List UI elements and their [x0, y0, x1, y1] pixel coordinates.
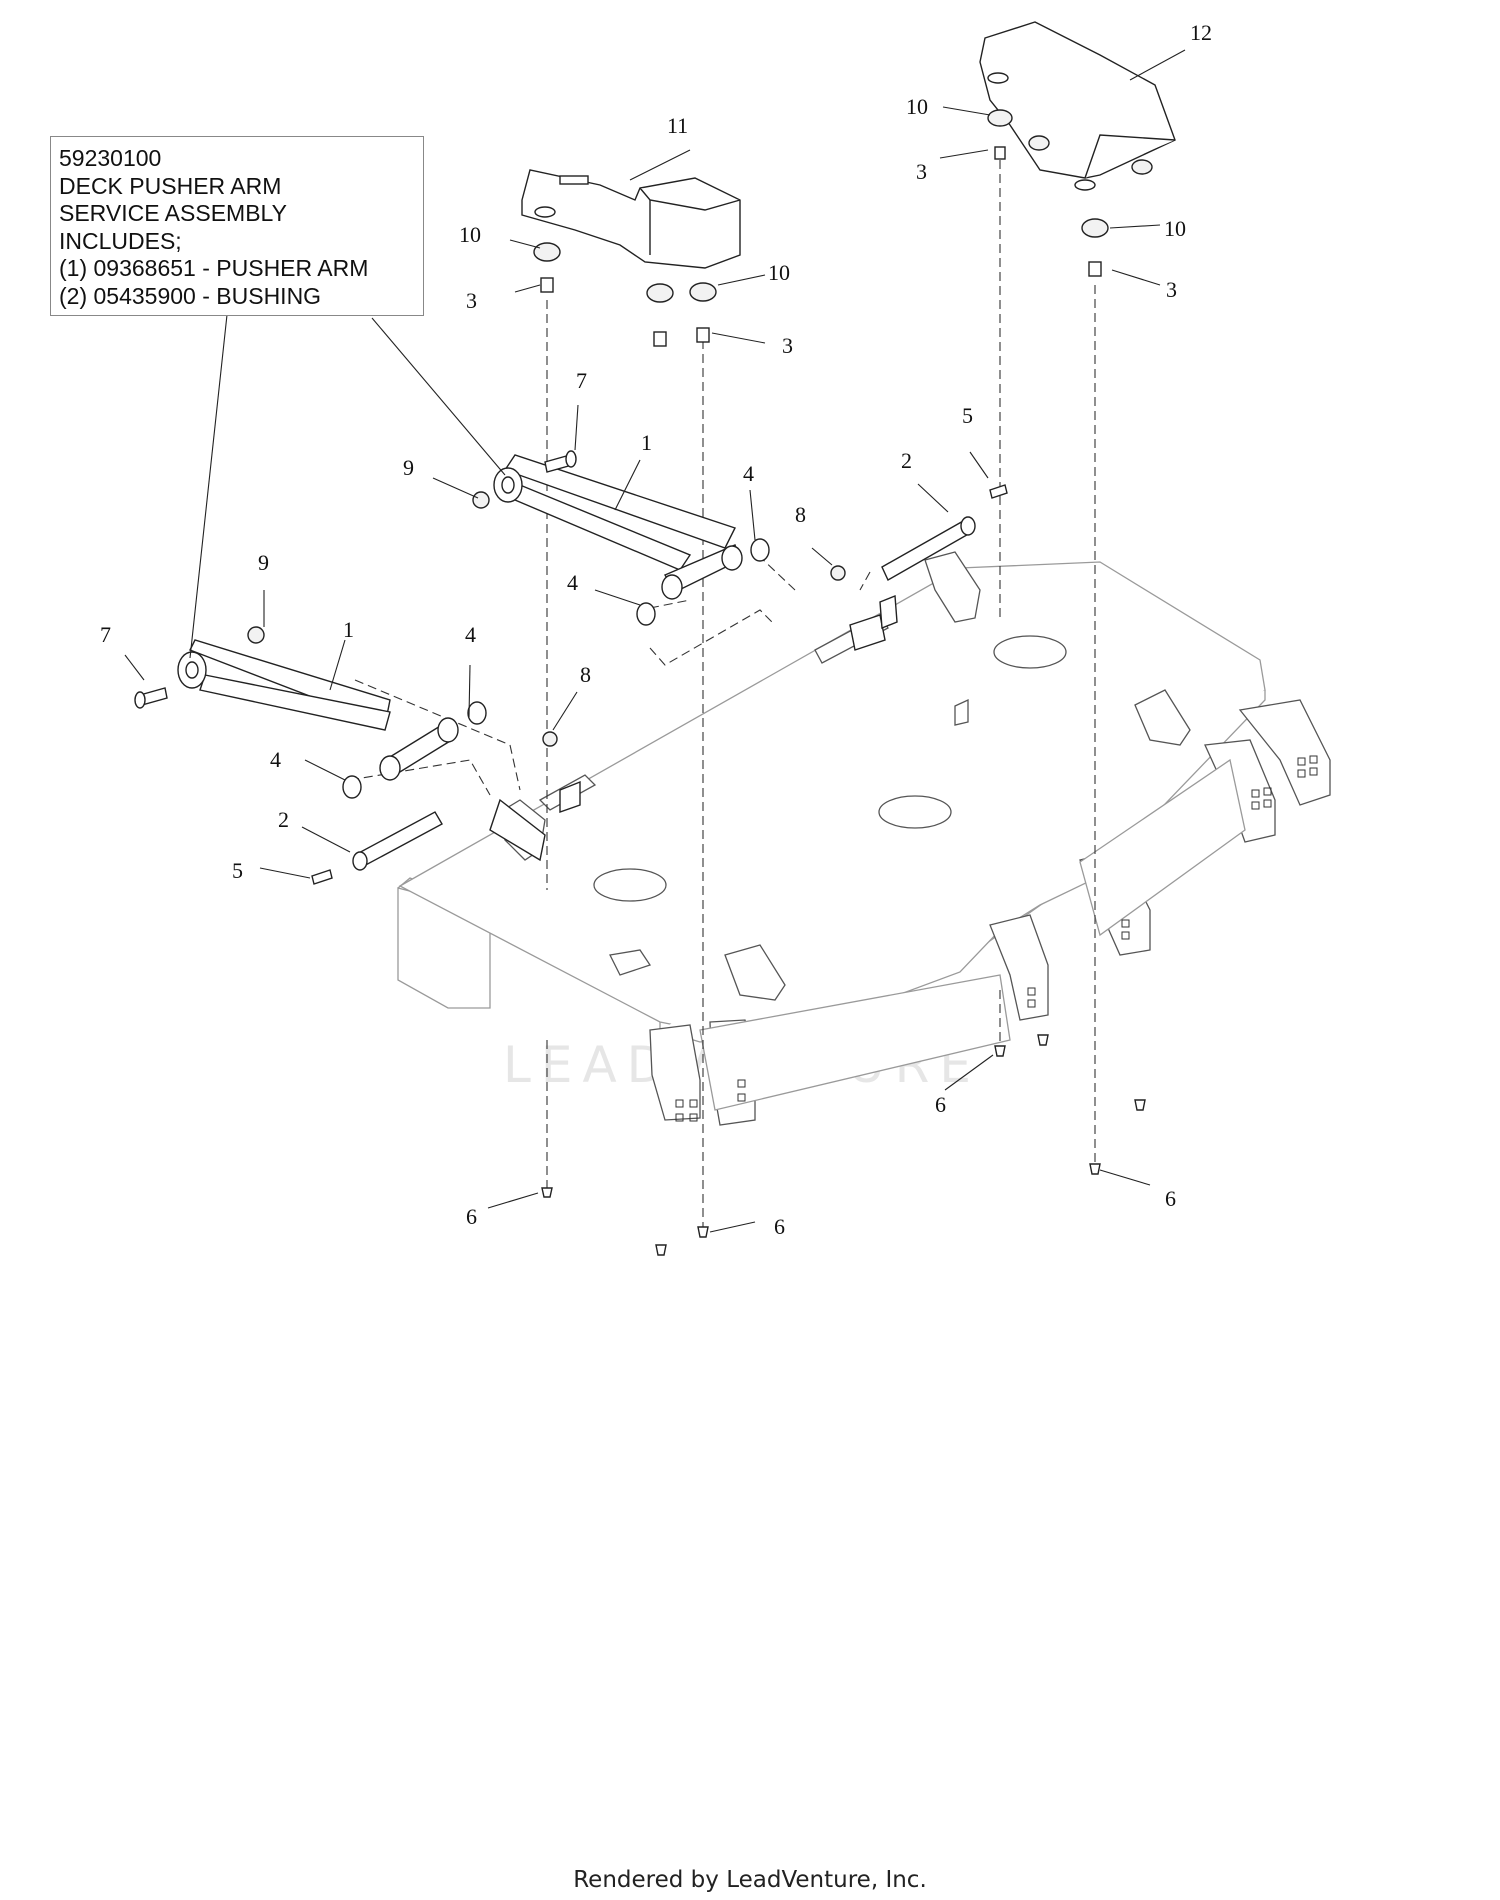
- bolts-7: [134, 450, 577, 709]
- label-3: 3: [916, 159, 927, 184]
- label-2: 2: [278, 807, 289, 832]
- label-9: 9: [403, 455, 414, 480]
- callout-item: (1) 09368651 - PUSHER ARM: [59, 255, 369, 281]
- pivot-pins: [311, 484, 1008, 885]
- label-5: 5: [232, 858, 243, 883]
- label-10: 10: [768, 260, 790, 285]
- callout-includes: INCLUDES;: [59, 227, 182, 254]
- label-12: 12: [1190, 20, 1212, 45]
- label-1: 1: [343, 617, 354, 642]
- callout-part-number: 59230100: [59, 145, 162, 171]
- service-assembly-callout: 59230100 DECK PUSHER ARM SERVICE ASSEMBL…: [50, 136, 424, 316]
- label-3: 3: [466, 288, 477, 313]
- bushings: [342, 538, 770, 799]
- callout-subtitle: SERVICE ASSEMBLY: [59, 200, 287, 226]
- label-3: 3: [1166, 277, 1177, 302]
- mower-deck: [397, 551, 1331, 1126]
- label-11: 11: [667, 113, 688, 138]
- pusher-arm-cover-11: [521, 169, 741, 269]
- label-8: 8: [580, 662, 591, 687]
- footer-credit: Rendered by LeadVenture, Inc.: [573, 1867, 927, 1893]
- label-6: 6: [774, 1214, 785, 1239]
- label-10: 10: [906, 94, 928, 119]
- label-4: 4: [465, 622, 476, 647]
- label-3: 3: [782, 333, 793, 358]
- label-10: 10: [1164, 216, 1186, 241]
- label-10: 10: [459, 222, 481, 247]
- callout-title: DECK PUSHER ARM: [59, 172, 282, 199]
- label-6: 6: [1165, 1186, 1176, 1211]
- grommets: [533, 109, 1153, 303]
- label-4: 4: [743, 461, 754, 486]
- callout-item: (2) 05435900 - BUSHING: [59, 282, 322, 309]
- label-6: 6: [466, 1204, 477, 1229]
- label-9: 9: [258, 550, 269, 575]
- leader-lines: [124, 49, 1186, 1233]
- pivot-brackets: [489, 594, 898, 862]
- label-1: 1: [641, 430, 652, 455]
- screws-6: [541, 1034, 1146, 1256]
- pusher-arm-front: [177, 639, 459, 781]
- assembly-centerlines: [349, 160, 1096, 1232]
- label-5: 5: [962, 403, 973, 428]
- studs: [540, 146, 1102, 347]
- label-4: 4: [567, 570, 578, 595]
- pusher-arm-rear: [493, 454, 743, 600]
- label-4: 4: [270, 747, 281, 772]
- label-7: 7: [576, 368, 587, 393]
- label-8: 8: [795, 502, 806, 527]
- label-2: 2: [901, 448, 912, 473]
- part-number-labels: 11 12 10 10 10 10 3 3 3 3 7 7 1 1 9 9 4 …: [100, 20, 1212, 1239]
- label-7: 7: [100, 622, 111, 647]
- label-6: 6: [935, 1092, 946, 1117]
- nuts: [247, 491, 846, 747]
